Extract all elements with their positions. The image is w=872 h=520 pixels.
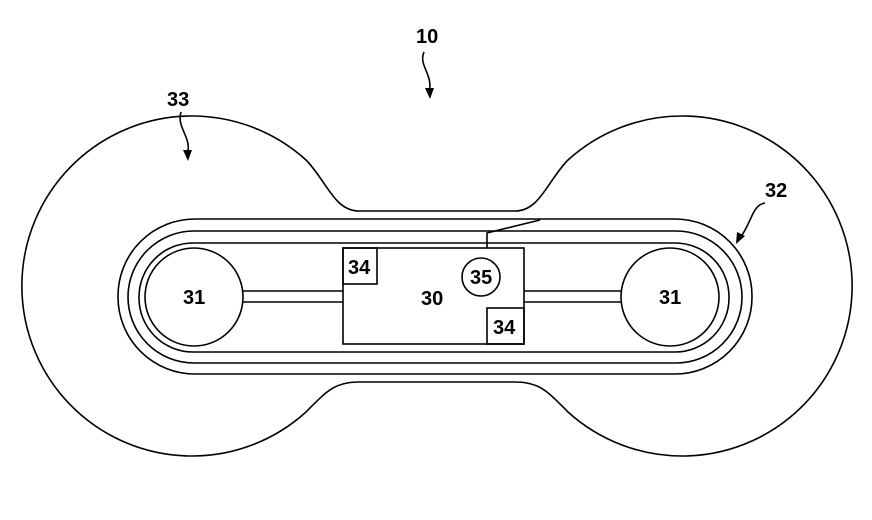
- arrow-10-head: [425, 88, 434, 99]
- arrow-32-shaft: [740, 203, 765, 238]
- arrow-10-shaft: [423, 52, 430, 94]
- label-device-ref: 10: [416, 26, 438, 48]
- label-central-unit: 30: [421, 288, 443, 310]
- arrow-33-head: [183, 150, 192, 161]
- label-sensor-top-left: 34: [348, 257, 371, 279]
- label-outer-contour: 33: [167, 89, 189, 111]
- label-inner-track: 32: [765, 180, 787, 202]
- label-circle-component: 35: [470, 267, 492, 289]
- label-sensor-bottom-right: 34: [493, 317, 516, 339]
- arrow-33-shaft: [180, 112, 188, 155]
- label-wheel-right: 31: [659, 287, 681, 309]
- label-wheel-left: 31: [183, 287, 205, 309]
